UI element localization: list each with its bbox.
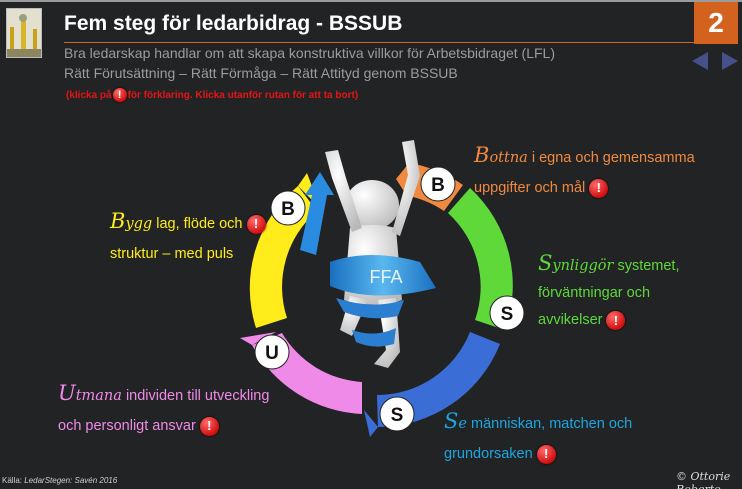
utmana-line2: och personligt ansvar xyxy=(58,418,196,434)
arrow-right-icon[interactable] xyxy=(722,52,738,70)
ffa-label: FFA xyxy=(369,267,402,287)
step-synliggor: Synliggör systemet, förväntningar och av… xyxy=(538,250,680,334)
click-hint: (klicka på ! för förklaring. Klicka utan… xyxy=(66,88,358,102)
letter-b-left: B xyxy=(281,199,295,220)
circle-b-left: B xyxy=(270,190,306,226)
bottna-line2: uppgifter och mål xyxy=(474,180,586,196)
se-line1: människan, matchen och xyxy=(466,416,633,432)
bottna-line1: i egna och gemensamma xyxy=(527,150,695,166)
step-bygg: Bygg lag, flöde och! struktur – med puls xyxy=(110,206,266,269)
circle-s-right: S xyxy=(489,295,525,331)
synliggor-rest: ynliggör xyxy=(552,258,614,274)
bottna-info-button[interactable]: ! xyxy=(589,178,609,198)
segment-synliggor xyxy=(448,188,513,330)
circle-u-left: U xyxy=(254,334,290,370)
utmana-initial: U xyxy=(58,381,76,405)
letter-b-top: B xyxy=(431,175,445,196)
title-underline xyxy=(64,42,694,43)
se-info-button[interactable]: ! xyxy=(536,444,556,464)
letter-s-bottom: S xyxy=(391,405,404,426)
circle-s-bottom: S xyxy=(379,396,415,432)
bygg-line1: lag, flöde och xyxy=(152,216,243,232)
synliggor-line3: avvikelser xyxy=(538,312,603,328)
synliggor-line1: systemet, xyxy=(613,258,680,274)
top-border xyxy=(0,0,742,2)
letter-u-left: U xyxy=(265,343,279,364)
subtitle-1: Bra ledarskap handlar om att skapa konst… xyxy=(64,45,556,61)
utmana-info-button[interactable]: ! xyxy=(199,416,219,436)
se-rest: e xyxy=(458,416,467,432)
segment-bygg xyxy=(249,186,317,328)
bygg-line2: struktur – med puls xyxy=(110,246,234,262)
copyright: © Ottorie Roberto xyxy=(676,470,731,489)
bygg-rest: ygg xyxy=(125,216,153,232)
hint-text-after: för förklaring. Klicka utanför rutan för… xyxy=(127,89,359,101)
utmana-rest: tmana xyxy=(75,388,122,404)
source-credit: Källa: LedarStegen: Savén 2016 xyxy=(2,476,117,485)
step-utmana: Utmana individen till utveckling och per… xyxy=(58,378,269,441)
step-bottna: Bottna i egna och gemensamma uppgifter o… xyxy=(474,140,695,203)
ffa-ribbon xyxy=(330,255,436,296)
synliggor-line2: förväntningar och xyxy=(538,285,651,301)
se-line2: grundorsaken xyxy=(444,446,533,462)
logo xyxy=(6,8,42,58)
letter-s-right: S xyxy=(501,304,514,325)
subtitle-2: Rätt Förutsättning – Rätt Förmåga – Rätt… xyxy=(64,65,458,81)
bottna-rest: ottna xyxy=(489,150,528,166)
source-prefix: Källa: xyxy=(2,476,25,485)
hint-text-before: (klicka på xyxy=(66,89,112,101)
synliggor-info-button[interactable]: ! xyxy=(606,310,626,330)
page-title: Fem steg för ledarbidrag - BSSUB xyxy=(64,12,403,35)
bottna-initial: B xyxy=(474,143,490,167)
arrow-left-icon[interactable] xyxy=(692,52,708,70)
synliggor-initial: S xyxy=(538,251,553,275)
source-text: LedarStegen: Savén 2016 xyxy=(24,476,118,485)
slide-number: 2 xyxy=(694,2,738,44)
se-initial: S xyxy=(444,409,459,433)
utmana-line1: individen till utveckling xyxy=(121,388,270,404)
bygg-info-button[interactable]: ! xyxy=(246,214,266,234)
circle-b-top: B xyxy=(420,166,456,202)
bygg-initial: B xyxy=(110,209,126,233)
exclamation-icon: ! xyxy=(112,88,127,102)
step-se: Se människan, matchen och grundorsaken! xyxy=(444,406,632,469)
